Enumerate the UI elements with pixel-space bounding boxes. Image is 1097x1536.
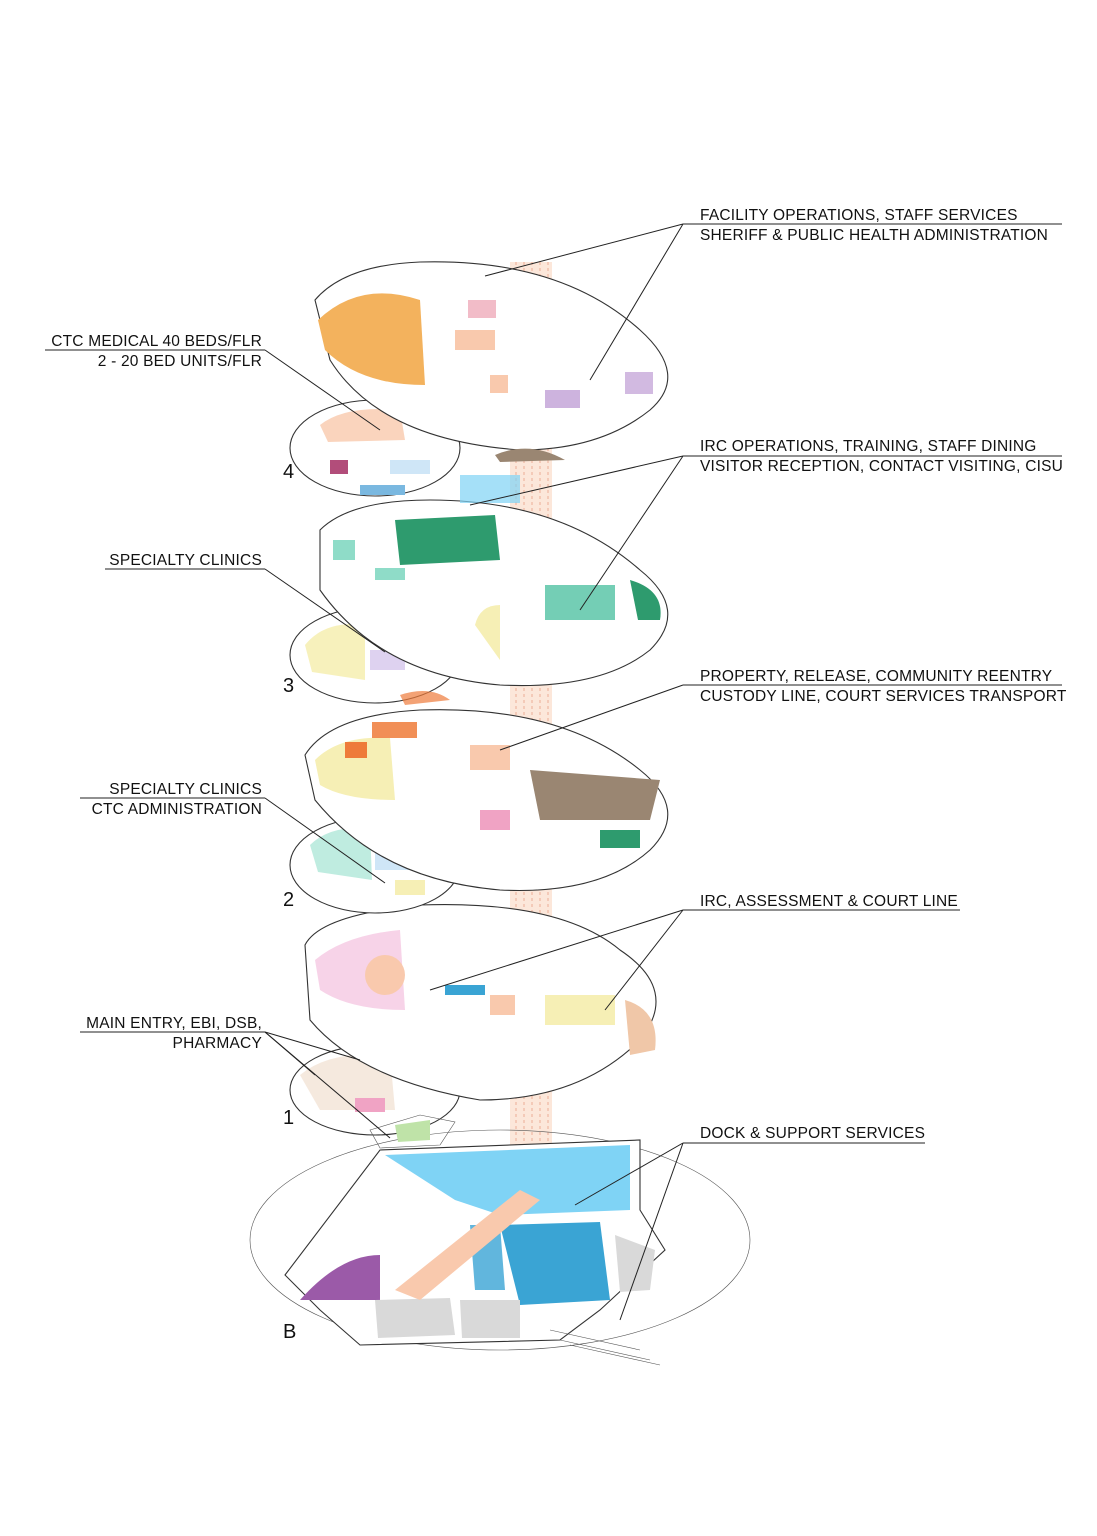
label-main-entry-1: MAIN ENTRY, EBI, DSB,	[86, 1015, 262, 1032]
floor-plate-1	[289, 904, 657, 1149]
label-irc-operations-1: IRC OPERATIONS, TRAINING, STAFF DINING	[700, 438, 1037, 455]
label-main-entry-2: PHARMACY	[173, 1035, 262, 1052]
label-ctc-medical-1: CTC MEDICAL 40 BEDS/FLR	[51, 333, 262, 350]
floor-number-b: B	[283, 1321, 296, 1343]
label-property-2: CUSTODY LINE, COURT SERVICES TRANSPORT	[700, 688, 1067, 705]
label-irc-operations-2: VISITOR RECEPTION, CONTACT VISITING, CIS…	[700, 458, 1063, 475]
floor-plate-4	[289, 261, 669, 497]
floor-number-4: 4	[283, 461, 294, 483]
label-specialty-clinics-2-2: CTC ADMINISTRATION	[92, 801, 262, 818]
floor-number-1: 1	[283, 1107, 294, 1129]
label-irc-assessment: IRC, ASSESSMENT & COURT LINE	[700, 893, 958, 910]
label-dock-support: DOCK & SUPPORT SERVICES	[700, 1125, 925, 1142]
floor-plate-2	[289, 709, 669, 914]
label-ctc-medical-2: 2 - 20 BED UNITS/FLR	[98, 353, 262, 370]
label-property-1: PROPERTY, RELEASE, COMMUNITY REENTRY	[700, 668, 1052, 685]
floor-plate-b	[249, 1129, 751, 1366]
floor-number-2: 2	[283, 889, 294, 911]
label-facility-operations-1: FACILITY OPERATIONS, STAFF SERVICES	[700, 207, 1018, 224]
label-facility-operations-2: SHERIFF & PUBLIC HEALTH ADMINISTRATION	[700, 227, 1048, 244]
floor-number-3: 3	[283, 675, 294, 697]
label-specialty-clinics-3: SPECIALTY CLINICS	[109, 552, 262, 569]
leader-lines	[45, 223, 1062, 1321]
floor-plate-3	[289, 475, 669, 705]
label-specialty-clinics-2-1: SPECIALTY CLINICS	[109, 781, 262, 798]
